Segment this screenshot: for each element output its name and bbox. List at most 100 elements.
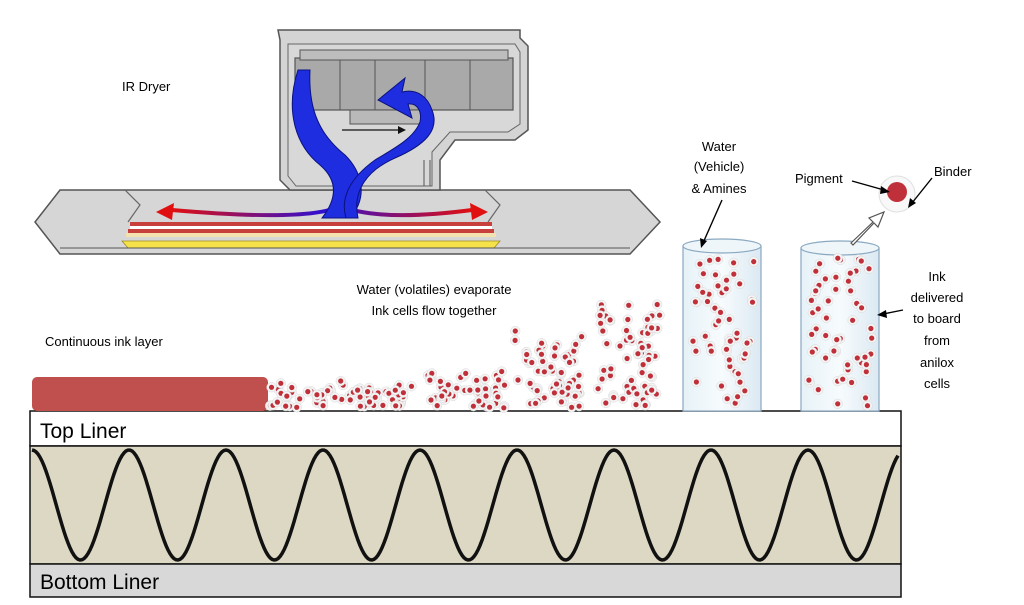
pigment-particle [607, 317, 613, 323]
pigment-particle [692, 299, 699, 305]
pigment-particle [731, 260, 737, 266]
pigment-particle [625, 316, 631, 323]
pigment-particle [533, 400, 539, 406]
pigment-particle [859, 305, 865, 311]
pigment-particle [357, 394, 363, 400]
pigment-particle [693, 379, 700, 385]
pigment-particle [863, 362, 870, 368]
pigment-particle [475, 387, 481, 393]
pigment-particle [392, 387, 398, 393]
ink-label-4: from [924, 333, 950, 348]
pigment-particle [869, 335, 875, 341]
pigment-particle [822, 276, 829, 282]
pigment-particle [428, 397, 434, 403]
airflow-swirl-right [343, 76, 435, 219]
pigment-particle [579, 334, 585, 340]
pigment-particle [627, 334, 633, 340]
pigment-particle [467, 387, 473, 393]
heated-air-arrow-left [156, 203, 174, 220]
pigment-particle [408, 383, 415, 389]
pigment-particle [274, 399, 280, 405]
pigment-particle [347, 397, 353, 403]
pigment-particle [708, 348, 714, 354]
pigment-particle [284, 393, 290, 399]
evaporate-label-1: Water (volatiles) evaporate [357, 282, 512, 297]
pigment-particle [639, 345, 645, 351]
evaporate-label-2: Ink cells flow together [371, 303, 497, 318]
pigment-particle [742, 388, 748, 394]
water-label-2: (Vehicle) [694, 159, 745, 174]
pigment-particle [540, 358, 546, 364]
pigment-particle [603, 400, 609, 406]
pigment-particle [734, 330, 740, 336]
pigment-particle [700, 289, 706, 295]
pigment-particle [541, 395, 547, 401]
pigment-particle [604, 341, 610, 347]
pigment-particle [825, 298, 831, 304]
pigment-particle [314, 392, 320, 398]
pigment-particle [437, 378, 443, 384]
pigment-particle [289, 384, 295, 391]
pigment-particle [624, 355, 630, 362]
airflow-swirl-left [291, 69, 362, 219]
pigment-particle [499, 368, 505, 375]
pigment-label: Pigment [795, 171, 843, 186]
pigment-particle [338, 378, 344, 384]
pigment-particle [731, 271, 737, 277]
pigment-particle [482, 376, 488, 382]
pigment-particle [813, 288, 819, 294]
pigment-particle [724, 396, 730, 402]
pigment-particle [278, 380, 284, 386]
pigment-particle [470, 403, 476, 409]
pigment-particle [833, 286, 839, 292]
pigment-particle [483, 393, 489, 399]
pigment-particle [657, 312, 663, 318]
ink-label-6: cells [924, 376, 951, 391]
heater-strip-red [130, 222, 492, 226]
pigment-particle [697, 261, 703, 267]
pigment-particle [495, 377, 502, 383]
pigment-particle [501, 405, 507, 411]
pigment-particle [823, 355, 829, 361]
heater-strip-white [130, 226, 492, 229]
pigment-particle [813, 268, 819, 274]
pigment-particle [732, 400, 738, 406]
pigment-particle [862, 395, 869, 401]
corrugated-board: Top Liner Bottom Liner [29, 410, 902, 598]
pigment-particle [712, 305, 718, 311]
ir-dryer-label: IR Dryer [122, 79, 171, 94]
pigment-particle [380, 402, 386, 408]
pigment-particle [611, 394, 617, 401]
pigment-particle [834, 337, 840, 343]
pigment-particle [647, 373, 654, 379]
hollow-arrow [850, 210, 886, 246]
pigment-particle [623, 327, 630, 334]
binder-pointer-head [908, 198, 916, 208]
pigment-particle [835, 255, 841, 261]
pigment-particle [854, 355, 860, 361]
cabinet-center-tab [423, 160, 431, 186]
pigment-particle [439, 393, 445, 399]
pigment-particle [559, 389, 565, 395]
pigment-particle [690, 338, 696, 344]
water-cylinder-top [682, 238, 762, 254]
pigment-particle [845, 362, 851, 368]
pigment-particle [723, 346, 730, 352]
pigment-particle [695, 283, 701, 289]
ink-cylinder-top [800, 240, 880, 256]
pigment-particle [815, 387, 821, 393]
pigment-particle [474, 377, 480, 383]
pigment-particle [534, 388, 540, 394]
pigment-particle [320, 403, 326, 409]
pigment-particle [642, 402, 648, 408]
heated-air-arrow-right [470, 203, 488, 220]
pigment-particle [558, 399, 565, 405]
pigment-particle [539, 340, 545, 346]
pigment-particle [809, 331, 815, 337]
pigment-dot [887, 182, 907, 202]
pigment-particle [445, 382, 451, 388]
pigment-particle [607, 373, 614, 379]
pigment-particle [823, 332, 829, 339]
pigment-particle [749, 299, 756, 305]
